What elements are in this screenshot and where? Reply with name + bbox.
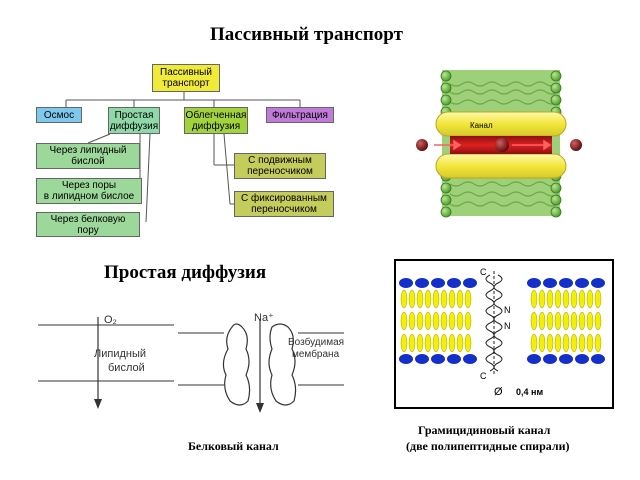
node-protein-pore: Через белковую пору (36, 212, 140, 237)
gramicidin-tails (400, 289, 602, 353)
gramicidin-frame (394, 259, 614, 409)
helix-n-top: N (504, 305, 511, 315)
channel-label: Канал (470, 121, 493, 130)
molecule-outside-right (570, 139, 582, 151)
channel-protein-bottom (435, 153, 567, 179)
node-pores-in-bilayer: Через поры в липидном бислое (36, 178, 142, 204)
lipid-bilayer-label-1: Липидный (94, 348, 146, 360)
helix-n-bottom: N (504, 321, 511, 331)
title-passive-transport: Пассивный транспорт (210, 24, 403, 45)
node-simple-diffusion: Простая диффузия (108, 107, 160, 134)
node-facilitated-diffusion: Облегченная диффузия (184, 107, 248, 134)
protein-subunit-right (268, 323, 297, 406)
molecule-in-channel (495, 138, 509, 152)
excitable-membrane-label-2: мембрана (292, 348, 340, 360)
diameter-label: 0,4 нм (516, 387, 543, 397)
lipid-bilayer-label-2: бислой (108, 362, 145, 374)
lipid-bilayer-diffusion: O₂ Липидный бислой (38, 314, 174, 409)
na-label: Na⁺ (254, 312, 274, 324)
caption-gramicidin-2: (две полипептидные спирали) (406, 439, 570, 453)
channel-protein-top (435, 111, 567, 137)
helix-c-bottom: C (480, 371, 487, 381)
node-lipid-bilayer: Через липидный бислой (36, 143, 140, 169)
gramicidin-bottom-heads (399, 354, 605, 364)
node-fixed-carrier: С фиксированным переносчиком (234, 191, 334, 217)
gramicidin-top-heads (399, 278, 605, 288)
protein-subunit-left (222, 323, 251, 406)
gramicidin-illustration: C N N C Ø 0,4 нм (399, 267, 605, 398)
node-osmosis: Осмос (36, 107, 82, 123)
node-mobile-carrier: С подвижным переносчиком (234, 153, 326, 179)
caption-gramicidin-1: Грамицидиновый канал (418, 423, 551, 437)
node-filtration: Фильтрация (266, 107, 334, 123)
gramicidin-helices (485, 271, 503, 375)
channel-illustration: Канал (416, 70, 582, 218)
node-passive-transport: Пассивный транспорт (152, 64, 220, 92)
molecule-outside-left (416, 139, 428, 151)
caption-protein-channel: Белковый канал (188, 439, 279, 453)
excitable-membrane-label-1: Возбудимая (288, 336, 344, 348)
title-simple-diffusion: Простая диффузия (104, 262, 267, 283)
diameter-symbol: Ø (494, 386, 503, 398)
protein-channel-diffusion: Na⁺ Возбудимая мембрана (178, 312, 344, 413)
o2-label: O₂ (104, 314, 117, 326)
lipid-tails (449, 81, 559, 207)
flow-arrows (434, 139, 552, 151)
helix-c-top: C (480, 267, 487, 277)
